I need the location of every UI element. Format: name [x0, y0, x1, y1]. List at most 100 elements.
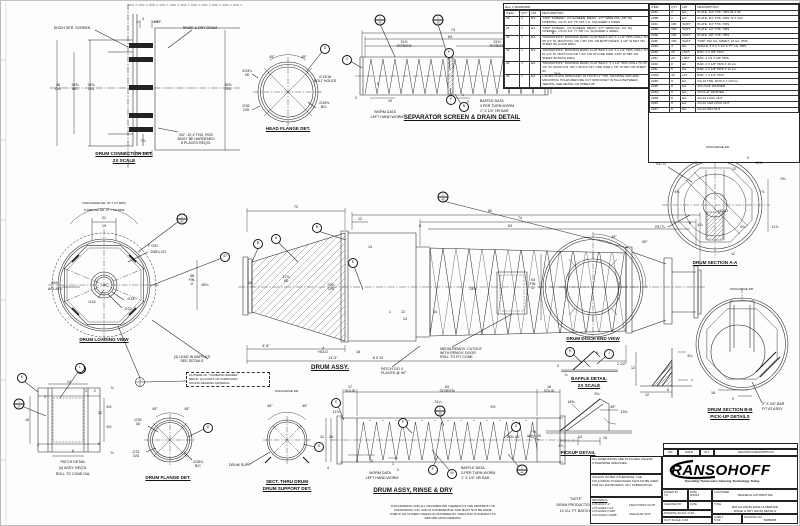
table-cell: BAR, 2 X 3/8" HRS	[695, 49, 799, 57]
dim-label: 2	[397, 468, 399, 472]
dim-label: ∅28¾ B/C	[192, 460, 204, 469]
table-cell: 26	[503, 25, 521, 36]
view-subtitle: DRUM SUPPORT DET.	[262, 486, 312, 491]
table-cell: 45	[503, 73, 521, 88]
table-cell: 1	[519, 47, 531, 62]
dim-label: 6¼	[687, 354, 693, 358]
dim-label: 10	[388, 99, 392, 103]
table-cell: EA	[529, 15, 542, 27]
dim-label: 18⅜	[567, 400, 575, 404]
dim-label: ∅36 O/D	[242, 104, 250, 113]
callout-label: DISCH SER. SCREEN	[53, 26, 91, 30]
dim-label: 8	[419, 224, 421, 228]
balloon-bottom: 36	[438, 411, 442, 416]
table-cell: 203T	[648, 106, 671, 114]
dim-label: 2	[37, 443, 39, 447]
dim-label: F O/D	[148, 244, 158, 248]
balloon: F	[428, 465, 438, 475]
logo-tagline: Providing Tomorrow's Cleaning Technology…	[685, 479, 760, 483]
dim-label: 31½ SCREEN	[489, 40, 505, 49]
figure-patch-detail-linework	[24, 372, 104, 456]
dim-label: 24½	[553, 72, 561, 76]
balloon-top: 1	[435, 407, 445, 412]
sheet-cell: SHEET 5 OF	[712, 514, 742, 524]
table-cell: 1	[519, 34, 531, 49]
dim-label: 1	[392, 462, 394, 466]
note-label: 1" X 1/4" HR BAR	[461, 476, 490, 480]
dim-label: 18	[711, 391, 715, 395]
title-cell: TITLE BATCH DRUM WASH & DEBURR RINSE & D…	[712, 501, 798, 514]
tolerance-line: 3 PLACES ±.005"	[592, 509, 616, 514]
dim-label: ∅34⅝ B/C	[318, 101, 330, 110]
dim-label: 24⅝	[469, 287, 477, 291]
angle-label: 45°	[184, 407, 190, 411]
dim-label: 64 FIN. ∅	[529, 278, 537, 291]
note-label: FIT AT ASSY	[762, 407, 783, 411]
field-value: 1=16	[681, 518, 689, 522]
checked-by-cell: CHECKED BY	[662, 501, 688, 510]
drawing-title-line: RINSE & DRY DRUM DETAILS	[733, 509, 776, 514]
view-subtitle: 2X SCALE	[112, 158, 136, 163]
field-label: DRAWING SCALE	[664, 512, 687, 515]
figure-head-flange-linework	[252, 52, 323, 127]
balloon-bottom: 26	[436, 20, 440, 25]
dim-label: 6½	[106, 405, 112, 409]
dim-label: 4⅝	[674, 190, 680, 194]
dim-label: 5	[356, 459, 358, 463]
legal-text: PUBLIC OR COPIED UNLESS AUTHORIZED BY TH…	[390, 512, 496, 516]
table-cell: EA	[529, 47, 542, 62]
balloon: D	[203, 423, 213, 433]
dim-label: R17⅞	[655, 225, 665, 229]
table-cell: EA	[529, 34, 542, 49]
field-label: DRAWN BY	[664, 491, 679, 494]
angle-label: 90°	[642, 240, 648, 244]
table-cell: 1	[519, 60, 531, 75]
dim-label: 10	[603, 436, 607, 440]
drawn-by-cell: DRAWN BY TC	[662, 489, 688, 501]
dim-label: ¾	[564, 373, 568, 377]
tolerance-line: 1 PLACE ±.1"	[592, 501, 611, 506]
dim-label: 34⅝ B/C	[71, 83, 79, 92]
balloon-top: 1	[438, 193, 448, 198]
dim-label: 31½ SCREEN	[396, 40, 412, 49]
angle-label: 45°	[611, 235, 617, 239]
date-cell: DATE 6/2013	[688, 489, 712, 501]
production-note: 10 CU. FT. BATCHS	[559, 509, 593, 513]
note-label: DISCHARGE DR.	[275, 389, 299, 393]
figure-sect-thru-drum-linework	[250, 412, 315, 464]
dim-label: 12	[98, 411, 102, 415]
balloon: E	[348, 258, 358, 268]
balloon-bottom: 44	[520, 470, 524, 475]
view-title: DRUM FLANGE DET.	[145, 475, 191, 480]
dim-label: 2	[355, 96, 357, 100]
balloon: H	[565, 347, 575, 357]
dim-label: 21	[102, 216, 106, 220]
table-cell: 203H	[648, 49, 671, 57]
dim-label: 10	[369, 459, 373, 463]
dim-label: 34	[433, 310, 437, 314]
dim-label: 14	[368, 245, 372, 249]
angle-label: 45°	[610, 405, 616, 409]
figure-drum-flange-linework	[144, 413, 204, 466]
table-cell: EA	[680, 9, 697, 17]
note-line: OUTSIDE OF "TUMBLING BARREL"	[189, 373, 239, 377]
field-value: 1=16	[687, 511, 695, 515]
table-cell: EA	[529, 60, 542, 75]
field-label: TITLE	[714, 503, 722, 506]
checked-date-cell: DATE	[688, 501, 712, 510]
dim-label: 16	[248, 281, 252, 285]
table-cell: 8	[669, 106, 682, 114]
dim-label: 8 X 12	[372, 356, 384, 360]
dim-label: 12	[731, 252, 735, 256]
dim-label: 17 SOLID	[344, 385, 356, 394]
dim-label: 2 1/2	[617, 362, 625, 366]
dim-label: ⅜	[595, 351, 599, 355]
balloon: B	[253, 239, 263, 249]
